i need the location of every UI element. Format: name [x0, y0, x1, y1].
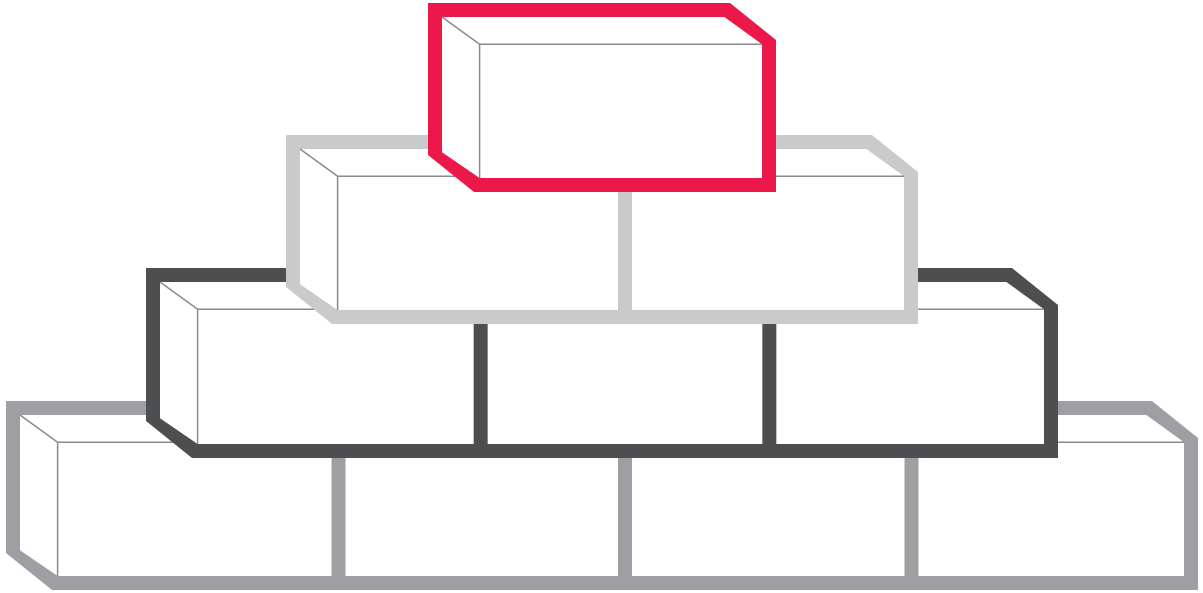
upper-middle-side-face — [300, 149, 338, 310]
bottom-brick-3 — [632, 442, 905, 576]
bottom-side-face — [20, 415, 58, 576]
bottom-brick-4 — [919, 442, 1185, 576]
lower-middle-brick-2 — [488, 309, 763, 444]
upper-middle-brick-1 — [338, 176, 618, 310]
row-top — [428, 3, 776, 192]
bottom-brick-1 — [58, 442, 332, 576]
lower-middle-brick-3 — [776, 309, 1044, 444]
top-brick-1 — [480, 44, 762, 178]
bottom-brick-2 — [346, 442, 619, 576]
lower-middle-brick-1 — [198, 309, 474, 444]
top-side-face — [442, 17, 480, 178]
top-top-face — [442, 17, 762, 44]
lower-middle-side-face — [160, 282, 198, 444]
upper-middle-brick-2 — [632, 176, 904, 310]
